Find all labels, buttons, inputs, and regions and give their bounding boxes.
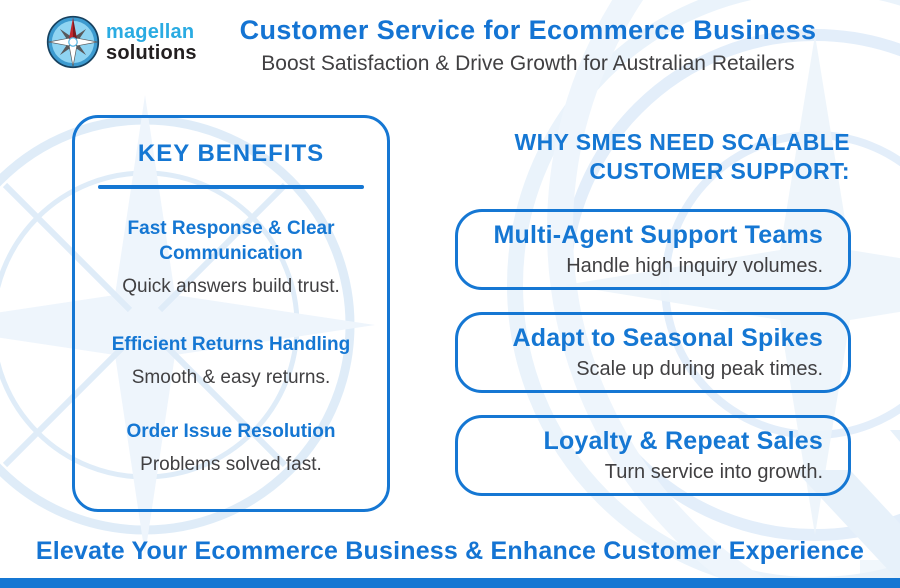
support-card-loyalty-sales: Loyalty & Repeat Sales Turn service into… <box>455 415 851 496</box>
benefit-item-issue-resolution: Order Issue Resolution Problems solved f… <box>75 419 387 477</box>
divider <box>98 185 364 189</box>
logo-text-solutions: solutions <box>106 41 197 64</box>
key-benefits-card: KEY BENEFITS Fast Response & Clear Commu… <box>72 115 390 512</box>
page-title: Customer Service for Ecommerce Business <box>239 15 817 45</box>
benefit-heading: Order Issue Resolution <box>126 421 336 442</box>
benefit-heading: Efficient Returns Handling <box>111 334 351 355</box>
why-smes-section: WHY SMES NEED SCALABLE CUSTOMER SUPPORT:… <box>455 0 852 588</box>
benefit-description: Quick answers build trust. <box>122 276 340 297</box>
support-card-title: Loyalty & Repeat Sales <box>543 427 823 455</box>
benefit-item-returns-handling: Efficient Returns Handling Smooth & easy… <box>75 332 387 390</box>
support-card-description: Scale up during peak times. <box>576 358 823 380</box>
support-card-title: Adapt to Seasonal Spikes <box>512 324 823 352</box>
page-subtitle: Boost Satisfaction & Drive Growth for Au… <box>261 52 795 75</box>
key-benefits-title: KEY BENEFITS <box>137 140 325 167</box>
why-smes-heading-line1: WHY SMES NEED SCALABLE <box>514 129 850 155</box>
support-card-description: Turn service into growth. <box>604 461 823 483</box>
benefit-description: Problems solved fast. <box>140 454 322 475</box>
support-card-multi-agent: Multi-Agent Support Teams Handle high in… <box>455 209 851 290</box>
bottom-accent-bar <box>0 578 900 588</box>
why-smes-heading-line2: CUSTOMER SUPPORT: <box>589 158 850 184</box>
benefit-item-fast-response: Fast Response & Clear Communication Quic… <box>75 216 387 299</box>
why-smes-heading: WHY SMES NEED SCALABLE CUSTOMER SUPPORT: <box>514 128 850 186</box>
compass-rose-icon <box>46 15 100 69</box>
header: Customer Service for Ecommerce Business … <box>150 14 900 77</box>
support-card-description: Handle high inquiry volumes. <box>566 255 823 277</box>
benefit-description: Smooth & easy returns. <box>131 367 331 388</box>
logo-text: magellan solutions <box>106 22 197 63</box>
support-card-title: Multi-Agent Support Teams <box>493 221 823 249</box>
benefit-heading: Fast Response & Clear Communication <box>127 218 335 264</box>
footer-tagline: Elevate Your Ecommerce Business & Enhanc… <box>35 537 865 565</box>
logo-text-magellan: magellan <box>106 20 195 43</box>
support-card-seasonal-spikes: Adapt to Seasonal Spikes Scale up during… <box>455 312 851 393</box>
magellan-logo: magellan solutions <box>46 15 197 69</box>
